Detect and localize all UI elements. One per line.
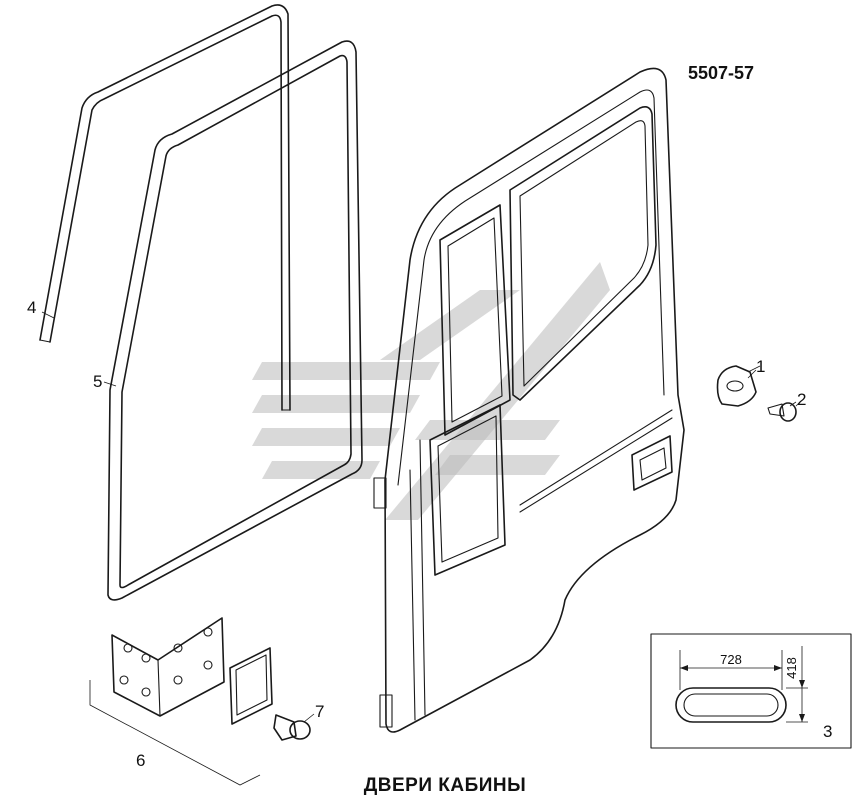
callout-5: 5 — [93, 372, 102, 391]
callout-2: 2 — [797, 390, 806, 409]
inset-opening — [675, 687, 787, 723]
hinge-part-6 — [89, 617, 273, 786]
drawing-code: 5507-57 — [688, 63, 754, 83]
inset-frame — [650, 633, 852, 749]
bracket-part-1 — [716, 365, 761, 407]
diagram-caption: ДВЕРИ КАБИНЫ — [364, 775, 527, 796]
dimension-width-label: 728 — [720, 652, 742, 667]
seal-part-4 — [39, 4, 291, 411]
callout-6: 6 — [136, 751, 145, 770]
door-assembly — [373, 67, 685, 733]
callout-4: 4 — [27, 298, 36, 317]
glass-seal-part-5 — [107, 40, 363, 601]
dimension-height-label: 418 — [784, 657, 799, 679]
inset-detail-3: 728 418 — [650, 633, 852, 749]
callout-1: 1 — [756, 357, 765, 376]
screw-part-2 — [767, 401, 801, 422]
callout-3: 3 — [823, 722, 832, 741]
callout-7: 7 — [315, 702, 324, 721]
bolt-part-7 — [273, 714, 311, 741]
leader-lines — [41, 311, 797, 723]
